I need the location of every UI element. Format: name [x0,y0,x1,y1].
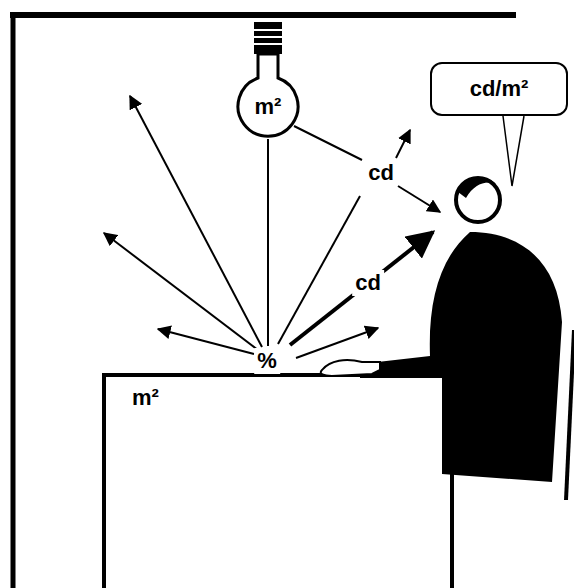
intensity-label: cd [352,270,384,296]
bubble-tail [503,116,524,186]
person-body [360,232,562,482]
intensity-label: cd [365,160,397,186]
person-hair [458,177,496,198]
bulb-shape [238,54,298,136]
luminance-unit: cd/m² [470,76,529,102]
area-unit: m² [132,385,450,411]
lamp-unit: m² [255,94,282,120]
lamp-socket [254,22,282,54]
speech-bubble: cd/m² [430,62,568,116]
ceiling-line [10,12,516,18]
person-head [456,178,500,222]
chair-back [566,330,574,500]
lamp-bulb: m² [236,50,300,142]
wall-line [11,15,16,588]
desk-surface: m² [102,373,454,588]
reflectance-label: % [254,348,280,374]
